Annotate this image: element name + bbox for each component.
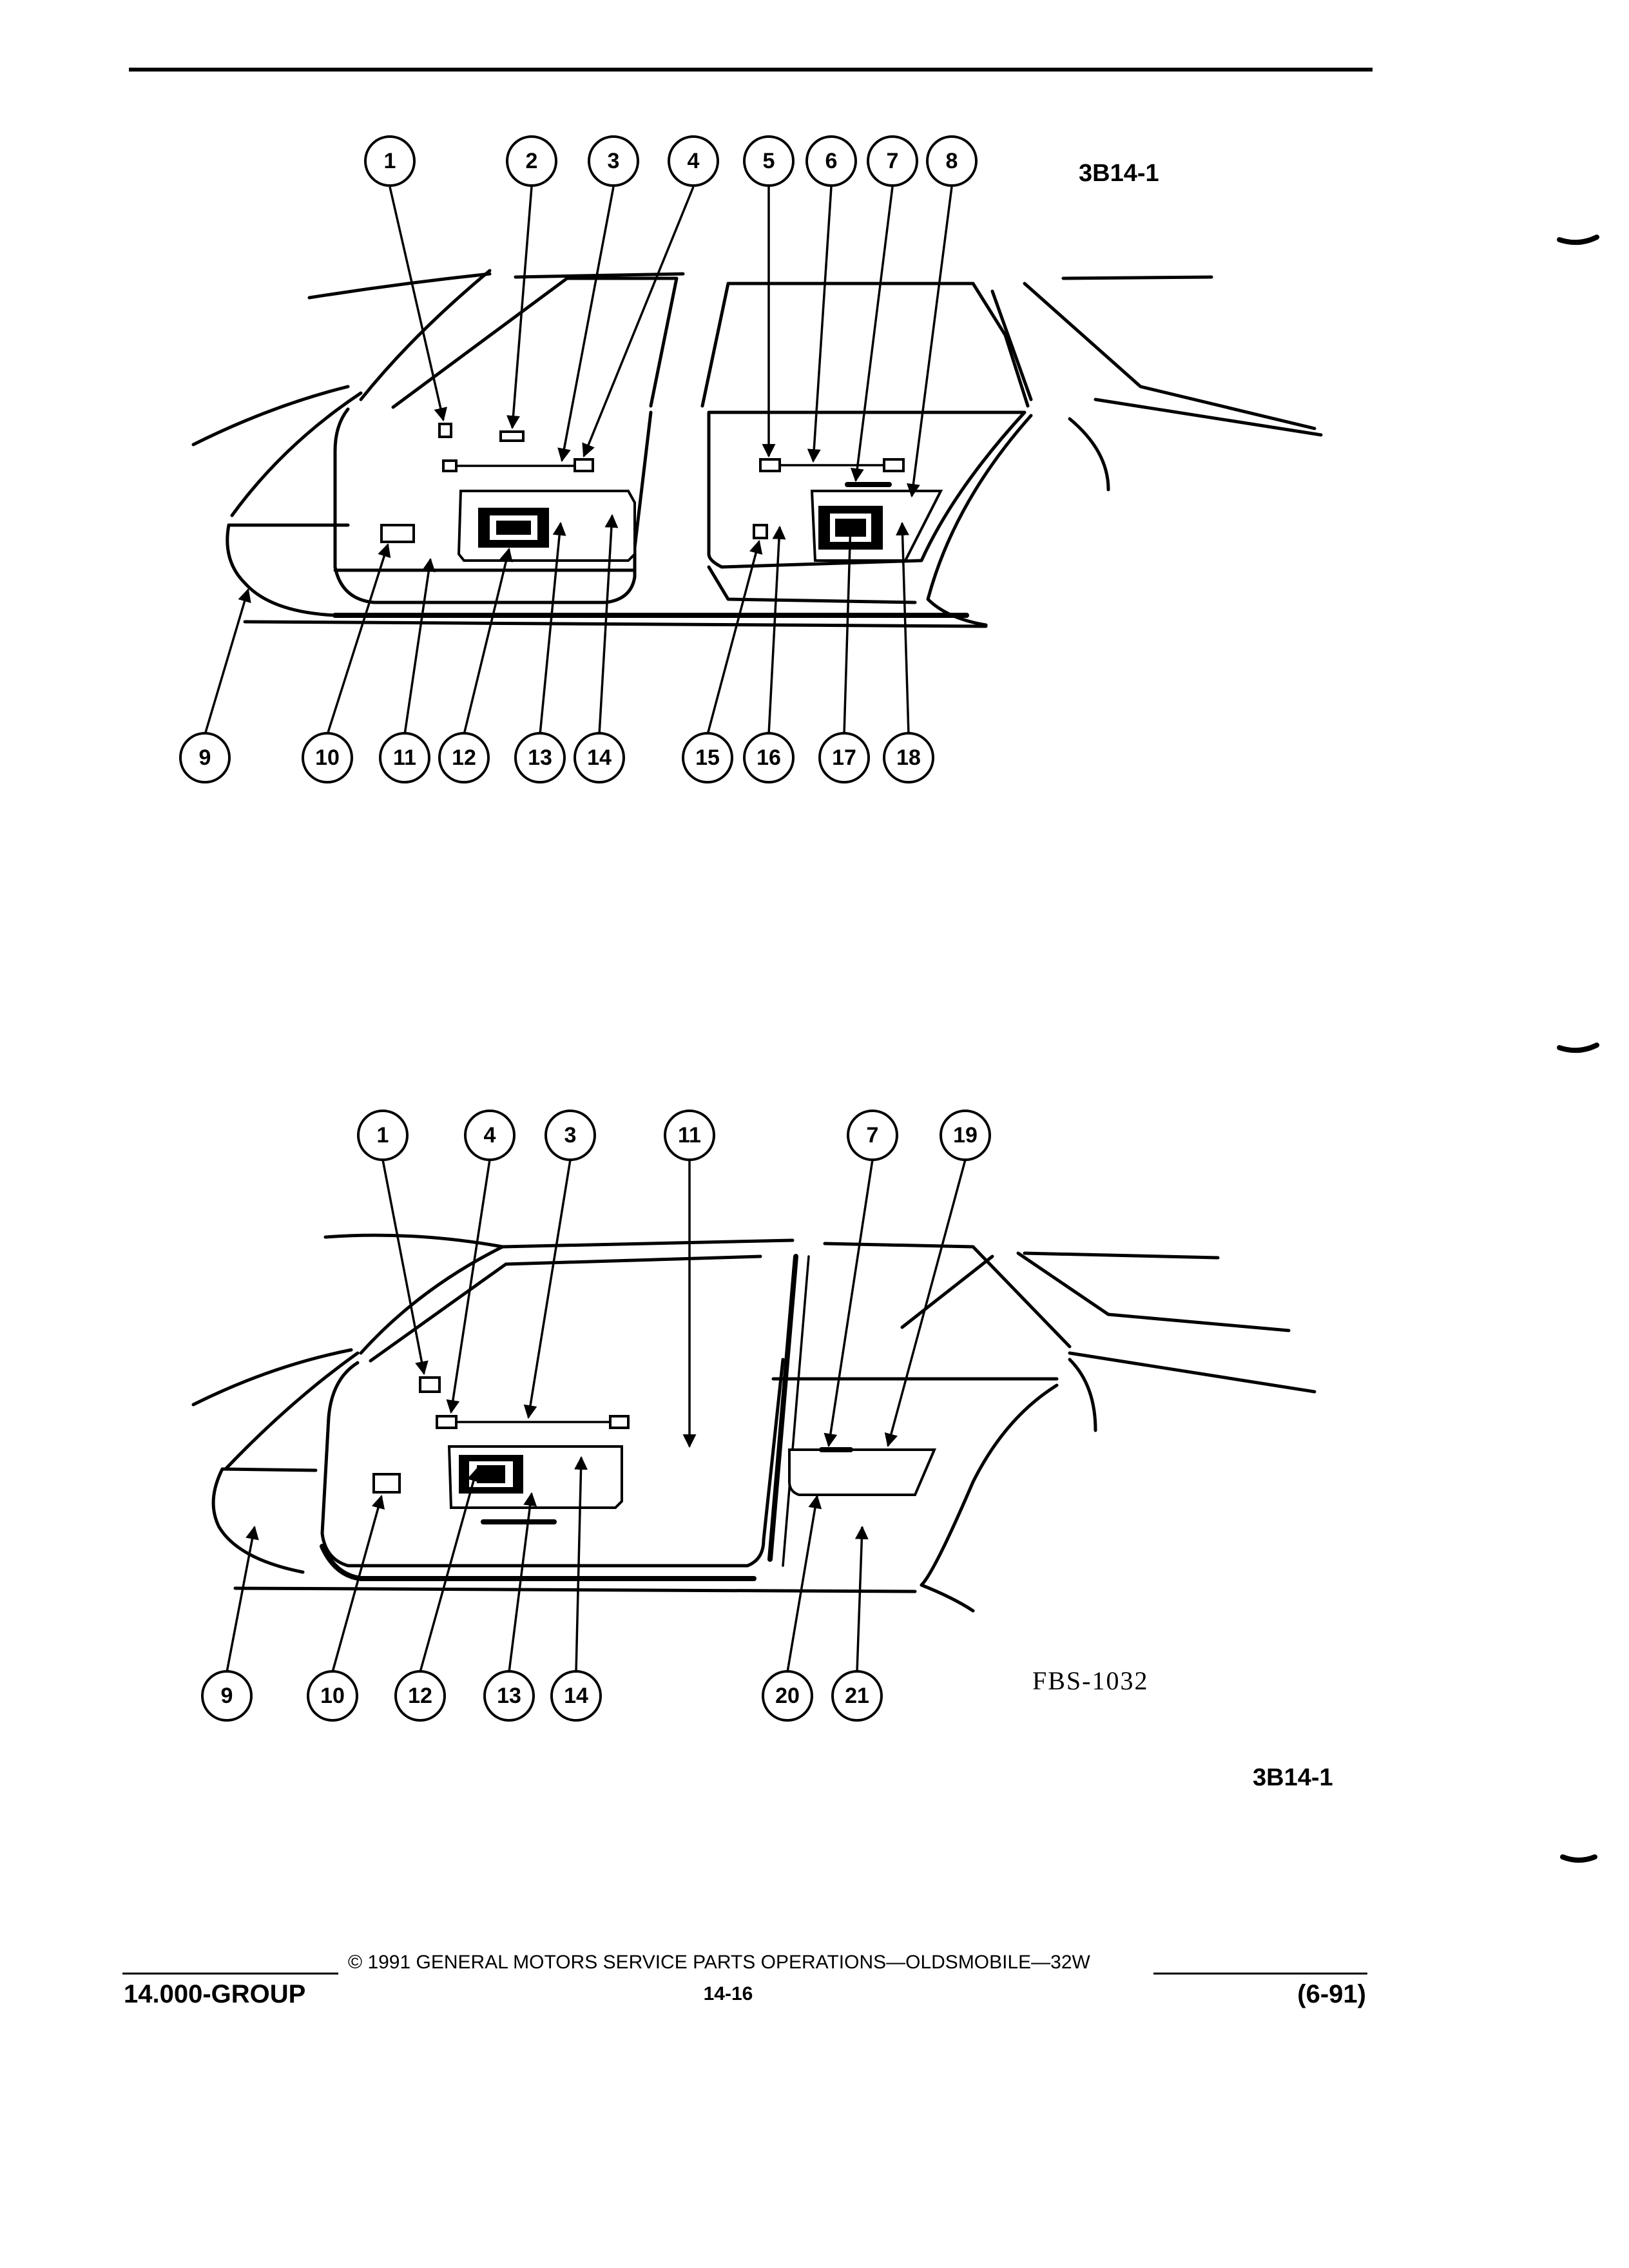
callout-b-4: 4 <box>464 1110 516 1161</box>
svg-text:16: 16 <box>757 745 781 770</box>
svg-text:4: 4 <box>484 1123 496 1148</box>
callout-4: 4 <box>668 135 719 187</box>
footer-date-code: (6-91) <box>1297 1980 1366 2008</box>
svg-text:7: 7 <box>887 149 899 173</box>
margin-mark <box>1557 235 1599 245</box>
svg-text:14: 14 <box>587 745 612 770</box>
coupe-side-view <box>191 1233 1316 1613</box>
callout-15: 15 <box>682 732 733 783</box>
callout-b-13: 13 <box>483 1670 535 1722</box>
figure-bottom-label: FBS-1032 <box>1032 1666 1149 1695</box>
callout-2: 2 <box>506 135 557 187</box>
callout-5: 5 <box>743 135 795 187</box>
callout-9: 9 <box>179 732 231 783</box>
callout-b-14: 14 <box>550 1670 602 1722</box>
svg-text:17: 17 <box>832 745 856 770</box>
part-4 <box>574 458 594 472</box>
callout-11: 11 <box>379 732 430 783</box>
callout-1: 1 <box>364 135 416 187</box>
svg-text:15: 15 <box>695 745 720 770</box>
callout-b-10: 10 <box>307 1670 358 1722</box>
svg-text:8: 8 <box>946 149 958 173</box>
callout-8: 8 <box>926 135 978 187</box>
page-figure-label: 3B14-1 <box>1253 1764 1333 1791</box>
svg-text:12: 12 <box>452 745 476 770</box>
svg-text:6: 6 <box>825 149 838 173</box>
part-10 <box>380 524 415 543</box>
svg-text:3: 3 <box>564 1123 577 1148</box>
svg-text:9: 9 <box>199 745 211 770</box>
callout-3: 3 <box>588 135 639 187</box>
svg-text:1: 1 <box>384 149 396 173</box>
callout-b-1: 1 <box>357 1110 409 1161</box>
part-15 <box>753 524 768 539</box>
callout-10: 10 <box>302 732 353 783</box>
top-callout-leaders <box>204 186 953 735</box>
part-1-b <box>419 1376 441 1393</box>
footer-group: 14.000-GROUP <box>124 1980 305 2008</box>
callout-b-20: 20 <box>762 1670 813 1722</box>
margin-mark <box>1557 1043 1599 1053</box>
callout-6: 6 <box>805 135 857 187</box>
callout-b-11: 11 <box>664 1110 715 1161</box>
callout-16: 16 <box>743 732 795 783</box>
callout-b-12: 12 <box>394 1670 446 1722</box>
svg-text:2: 2 <box>526 149 538 173</box>
margin-mark <box>1560 1854 1597 1863</box>
svg-text:10: 10 <box>315 745 340 770</box>
callout-b-7: 7 <box>847 1110 898 1161</box>
callout-b-9: 9 <box>201 1670 253 1722</box>
bottom-callout-leaders <box>226 1159 967 1673</box>
svg-text:11: 11 <box>678 1123 701 1148</box>
callout-7: 7 <box>867 135 918 187</box>
svg-text:4: 4 <box>688 149 700 173</box>
svg-text:13: 13 <box>497 1684 521 1708</box>
svg-text:9: 9 <box>221 1684 233 1708</box>
callout-12: 12 <box>438 732 490 783</box>
part-1 <box>438 423 452 438</box>
sedan-side-view <box>191 269 1323 628</box>
svg-text:3: 3 <box>608 149 620 173</box>
callout-18: 18 <box>883 732 934 783</box>
svg-text:18: 18 <box>896 745 921 770</box>
svg-text:12: 12 <box>408 1684 432 1708</box>
svg-text:20: 20 <box>775 1684 800 1708</box>
part-19 <box>788 1448 937 1496</box>
part-10-b <box>372 1473 401 1494</box>
svg-text:7: 7 <box>867 1123 879 1148</box>
callout-14: 14 <box>574 732 625 783</box>
callout-b-3: 3 <box>545 1110 596 1161</box>
part-2 <box>499 430 525 442</box>
svg-text:1: 1 <box>377 1123 389 1148</box>
svg-text:19: 19 <box>953 1123 978 1148</box>
svg-text:21: 21 <box>845 1684 869 1708</box>
svg-text:13: 13 <box>528 745 552 770</box>
footer-page-number: 14-16 <box>704 1983 753 2004</box>
svg-text:10: 10 <box>320 1684 345 1708</box>
footer-copyright: © 1991 GENERAL MOTORS SERVICE PARTS OPER… <box>348 1952 1091 1973</box>
callout-b-21: 21 <box>831 1670 883 1722</box>
callout-17: 17 <box>818 732 870 783</box>
figure-top-label: 3B14-1 <box>1079 160 1159 187</box>
part-5 <box>759 458 781 472</box>
callout-13: 13 <box>514 732 566 783</box>
svg-text:11: 11 <box>393 745 416 770</box>
svg-text:14: 14 <box>564 1684 588 1708</box>
svg-text:5: 5 <box>763 149 775 173</box>
callout-b-19: 19 <box>940 1110 991 1161</box>
